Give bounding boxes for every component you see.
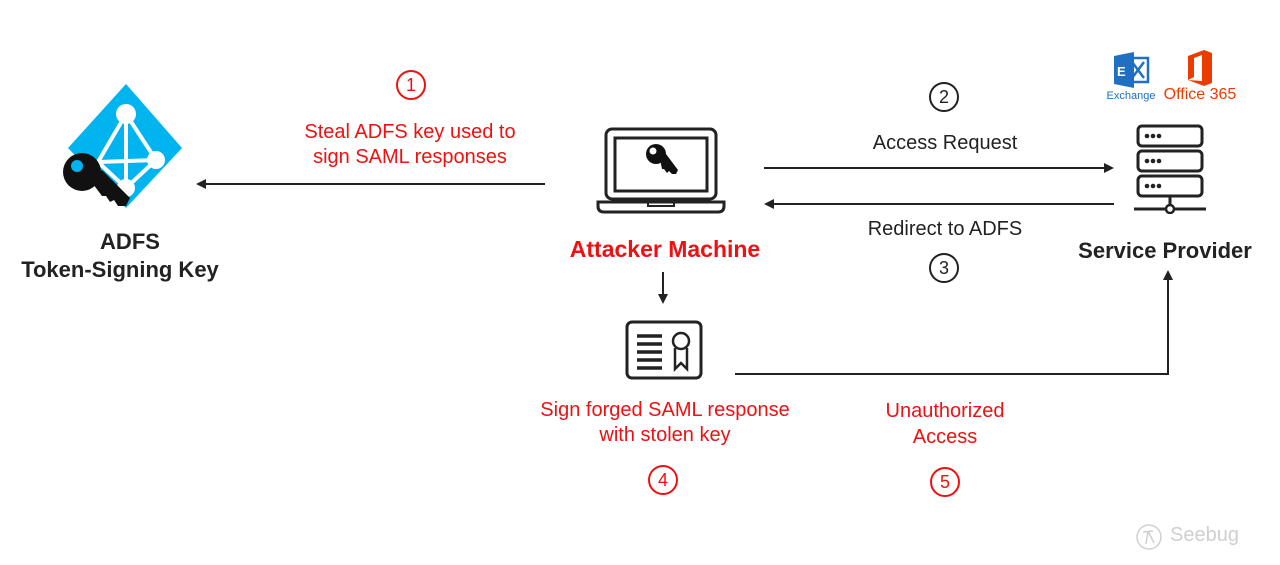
office365-logo-text: Office 365 xyxy=(1163,86,1237,103)
attacker-title: Attacker Machine xyxy=(569,236,761,262)
seebug-logo-icon xyxy=(1136,524,1162,550)
step-2-number: 2 xyxy=(938,86,949,107)
step-4-number: 4 xyxy=(657,469,668,490)
step-1-label-line2: sign SAML responses xyxy=(313,146,507,168)
laptop-key-icon xyxy=(596,126,726,216)
seebug-text: Seebug xyxy=(1170,524,1239,546)
step-3-number: 3 xyxy=(938,257,949,278)
service-provider-title: Service Provider xyxy=(1078,238,1252,263)
step-5-label-line1: Unauthorized xyxy=(885,400,1005,422)
step-5-badge: 5 xyxy=(930,467,960,497)
step-2-label: Access Request xyxy=(872,132,1018,154)
step-4-label-line2: with stolen key xyxy=(599,424,731,446)
adfs-title-line2: Token-Signing Key xyxy=(21,257,219,282)
step-1-badge: 1 xyxy=(396,70,426,100)
certificate-icon xyxy=(624,319,704,381)
arrow-unauthorized-access xyxy=(735,270,1173,375)
exchange-logo: E Exchange xyxy=(1106,52,1156,104)
step-5-number: 5 xyxy=(939,471,950,492)
office365-logo: Office 365 xyxy=(1164,50,1236,106)
step-4-badge: 4 xyxy=(648,465,678,495)
step-5-label-line2: Access xyxy=(912,426,978,448)
svg-text:E: E xyxy=(1117,64,1126,79)
exchange-logo-text: Exchange xyxy=(1106,90,1156,102)
step-4-label-line1: Sign forged SAML response xyxy=(540,399,790,421)
step-3-badge: 3 xyxy=(929,253,959,283)
server-rack-icon xyxy=(1130,124,1210,214)
step-1-number: 1 xyxy=(405,74,416,95)
step-2-badge: 2 xyxy=(929,82,959,112)
azure-ad-key-icon xyxy=(60,82,185,210)
step-1-label-line1: Steal ADFS key used to xyxy=(304,121,516,143)
adfs-title-line1: ADFS xyxy=(100,229,160,254)
seebug-watermark: Seebug xyxy=(1134,522,1264,558)
step-3-label: Redirect to ADFS xyxy=(867,218,1023,240)
